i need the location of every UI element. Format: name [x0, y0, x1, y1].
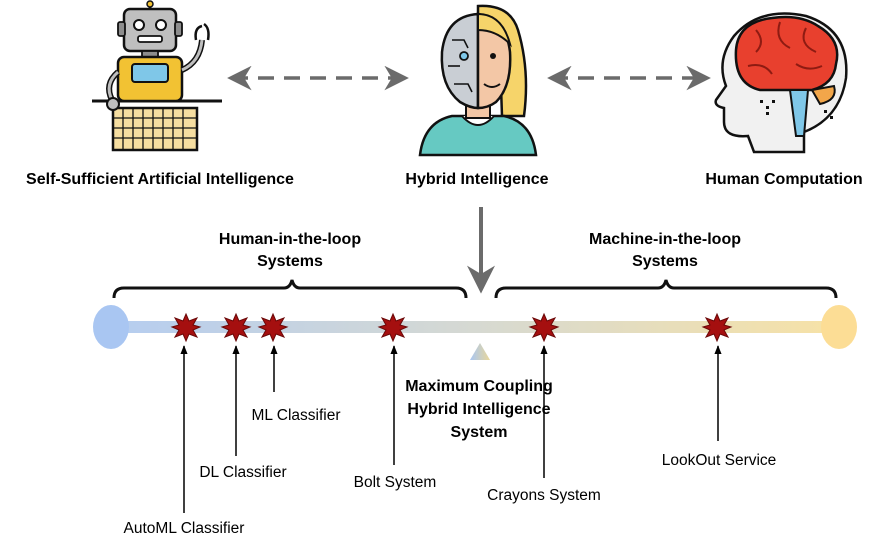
system-label-crayons: Crayons System [487, 487, 601, 504]
system-label-automl: AutoML Classifier [124, 520, 245, 537]
human-in-loop-brace [112, 279, 468, 299]
system-marker-crayons [528, 312, 560, 343]
system-marker-automl [170, 312, 202, 343]
max-coupling-label-line2: Hybrid Intelligence [407, 401, 550, 418]
spectrum-bar [110, 321, 840, 333]
machine-in-loop-brace [494, 279, 838, 299]
system-label-dl: DL Classifier [199, 464, 286, 481]
machine-in-loop-label-line2: Systems [632, 253, 698, 270]
human-in-loop-label-line1: Human-in-the-loop [219, 231, 361, 248]
human-computation-label: Human Computation [705, 171, 862, 188]
hybrid-intelligence-label: Hybrid Intelligence [405, 171, 548, 188]
machine-in-loop-label-line1: Machine-in-the-loop [589, 231, 741, 248]
system-label-ml: ML Classifier [252, 407, 341, 424]
system-marker-bolt [377, 312, 409, 343]
self-sufficient-ai-label: Self-Sufficient Artificial Intelligence [26, 171, 294, 188]
system-ml: ML Classifier [252, 312, 341, 424]
system-label-bolt: Bolt System [354, 474, 437, 491]
spectrum-end-node [821, 305, 857, 349]
system-bolt: Bolt System [354, 312, 437, 491]
hybrid-face-icon [418, 4, 538, 157]
system-dl: DL Classifier [199, 312, 287, 481]
system-crayons: Crayons System [487, 312, 601, 504]
max-coupling-label-line1: Maximum Coupling [405, 378, 553, 395]
max-coupling-marker [470, 343, 490, 360]
system-lookout: LookOut Service [662, 312, 777, 469]
system-label-lookout: LookOut Service [662, 452, 777, 469]
spectrum-start-node [93, 305, 129, 349]
human-in-loop-label-line2: Systems [257, 253, 323, 270]
robot-icon [92, 0, 222, 152]
system-marker-dl [220, 312, 252, 343]
human-brain-icon [714, 12, 848, 154]
system-marker-ml [257, 312, 289, 343]
system-automl: AutoML Classifier [124, 312, 245, 537]
max-coupling-label-line3: System [451, 424, 508, 441]
system-marker-lookout [701, 312, 733, 343]
